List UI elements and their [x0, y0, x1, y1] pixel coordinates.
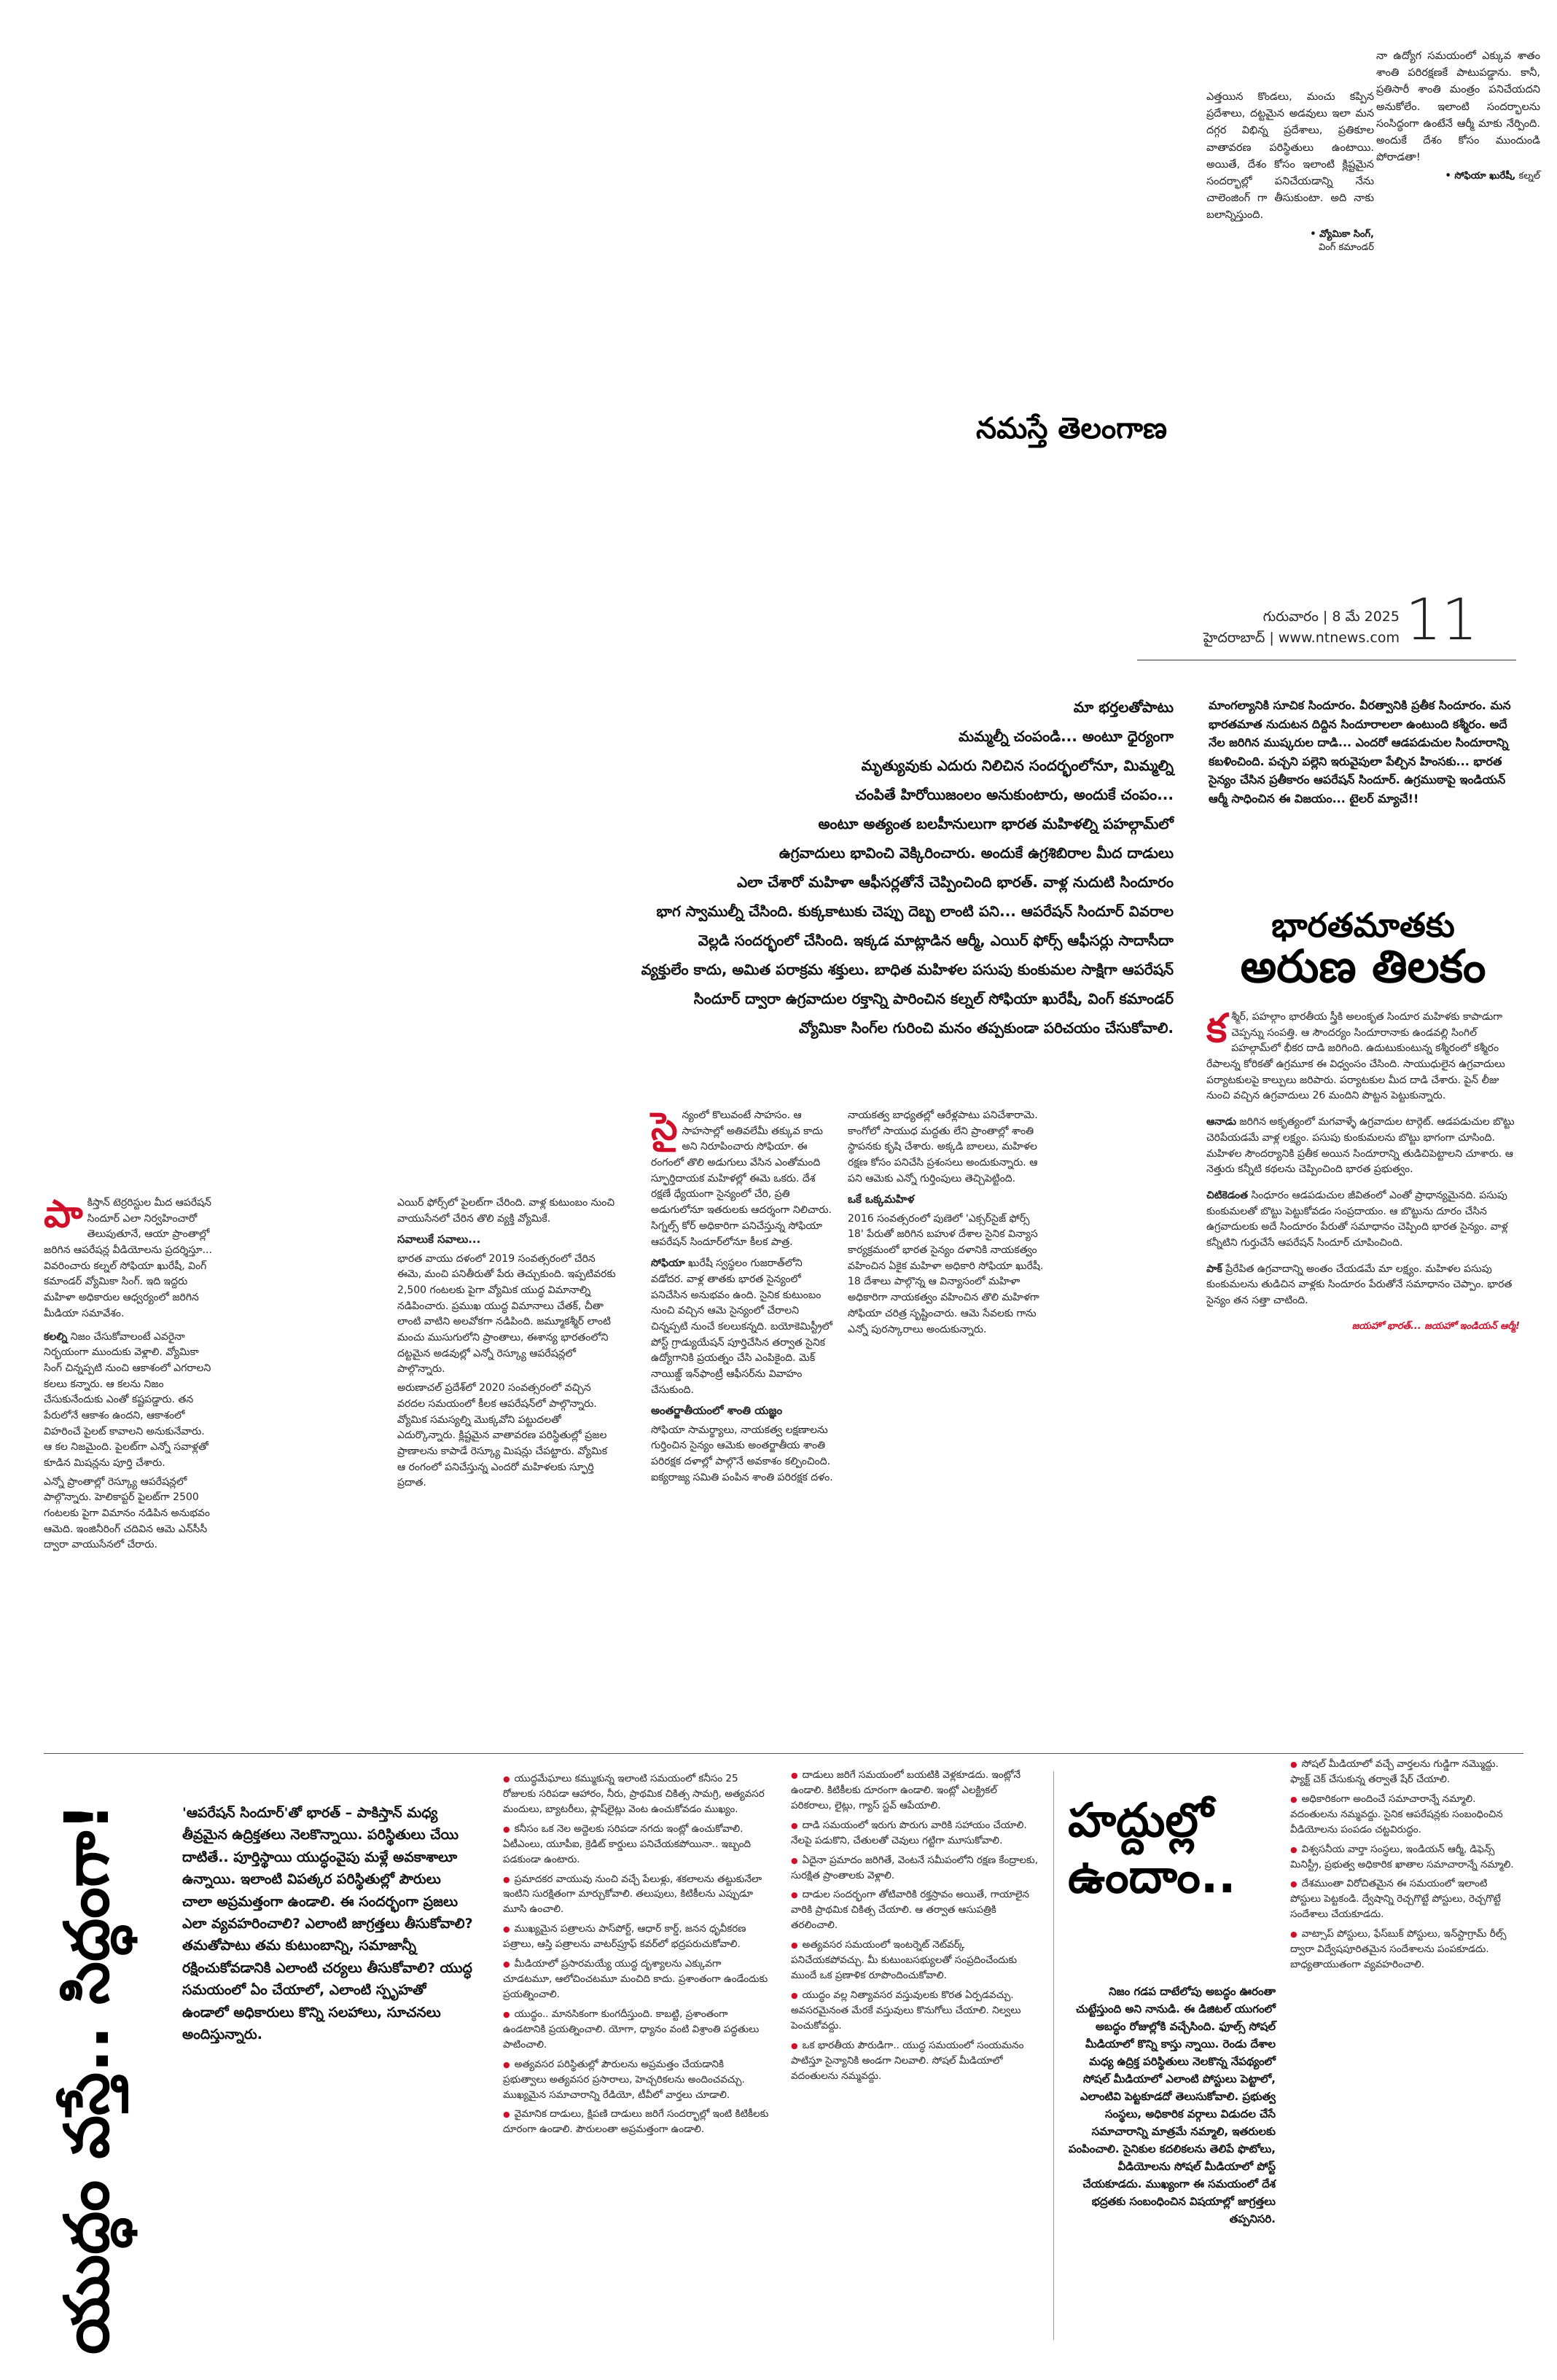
- lead-line: సిందూర్ ద్వారా ఉగ్రవాదుల రక్తాన్ని పారిం…: [693, 990, 1174, 1007]
- tips-item: సోషల్ మీడియాలో వచ్చే వార్తలను గుడ్డిగా న…: [1290, 1757, 1520, 1787]
- col-mid-p2: అరుణాచల్ ప్రదేశ్‌లో 2020 సంవత్సరంలో వచ్చ…: [397, 1382, 608, 1489]
- vyomika-quote-name: • వ్యోమికా సింగ్,: [1310, 228, 1374, 240]
- lead-line: ఉగ్రవాదులు భావించి వెక్కిరించారు. అందుకే…: [778, 844, 1174, 862]
- limit-text: నిజం గడప దాటేలోపు అబద్ధం ఊరంతా చుట్టేస్త…: [1068, 1985, 1276, 2225]
- col-left-p3: ఎన్నో ప్రాంతాల్లో రెస్క్యూ ఆపరేషన్లలో పా…: [44, 1475, 210, 1551]
- lead-line: అంటూ అత్యంత బలహీనులుగా భారత మహిళల్ని పహల…: [818, 815, 1174, 832]
- section-divider: [44, 1753, 1523, 1754]
- war-tip: అత్యవసర సమయంలో ఇంటర్నెట్ నెట్‌వర్క్ పనిచ…: [791, 1938, 1039, 1983]
- lead-block: మా భర్తలతోపాటు మమ్మల్నీ చంపండి... అంటూ ధ…: [408, 692, 1174, 1042]
- col-left-p2: నిజం చేసుకోవాలంటే ఎవరైనా నిర్భయంగా ముందు…: [44, 1330, 211, 1470]
- day-date: గురువారం | 8 మే 2025: [1263, 609, 1400, 625]
- col-mid-p0: ఎయిర్ ఫోర్స్‌లో పైలట్‌గా చేరింది. వాళ్ల …: [397, 1197, 615, 1225]
- lead-line: వెల్లడి సందర్భంలో చేసింది. ఇక్కడ మాట్లాడ…: [698, 932, 1174, 949]
- feature-section-text: జరిగిన అకృత్యంలో మగవాళ్ళే ఉగ్రవాదుల టార్…: [1206, 1116, 1515, 1176]
- feature-section-head: చిటికెడంత: [1206, 1189, 1248, 1201]
- col-left-sub: కలల్ని: [44, 1330, 68, 1343]
- vyomika-quote-role: వింగ్ కమాండర్: [1318, 241, 1374, 253]
- col-c-p3: సోఫియా సామర్థ్యాలు, నాయకత్వ లక్షణాలను గు…: [651, 1424, 833, 1483]
- war-tip: వైమానిక దాడులు, క్షిపణి దాడులు జరిగే సంద…: [503, 2107, 769, 2137]
- paper-name: నమస్తే తెలంగాణ: [975, 412, 1168, 445]
- war-tip: దాడుల సందర్భంగా తోటివారికి రక్తస్రావం అయ…: [791, 1887, 1039, 1933]
- column-mid: ఎయిర్ ఫోర్స్‌లో పైలట్‌గా చేరింది. వాళ్ల …: [397, 1195, 616, 1494]
- war-tip: కనీసం ఒక నెల అద్దెలకు సరిపడా నగదు ఇంట్లో…: [503, 1822, 769, 1868]
- vyomika-quote-text: ఎత్తయిన కొండలు, మంచు కప్పిన ప్రదేశాలు, ద…: [1206, 91, 1374, 222]
- feature-section-text: ప్రేరేపిత ఉగ్రవాదాన్ని అంతం చేయడమే మా లక…: [1206, 1263, 1513, 1306]
- col-c-p2: ఖురేషీ స్వస్థలం గుజరాత్‌లోని వడోదర. వాళ్…: [651, 1257, 833, 1396]
- war-tip: దాడులు జరిగే సమయంలో బయటికి వెళ్లకూడదు. ఇ…: [791, 1768, 1039, 1814]
- lead-line: ఎలా చేశారో మహిళా ఆఫీసర్లతోనే చెప్పించింద…: [737, 873, 1174, 891]
- lead-line: మృత్యువుకు ఎదురు నిలిచిన సందర్భంలోనూ, మి…: [861, 757, 1174, 774]
- col-mid-p1: భారత వాయు దళంలో 2019 సంవత్సరంలో చేరిన ఈమ…: [397, 1252, 616, 1376]
- col-left-p1: కిస్తాన్ టెర్రరిస్టుల మీద ఆపరేషన్ సిందూర…: [44, 1197, 212, 1319]
- lead-line: భాగ స్వాముల్నీ చేసింది. కుక్కకాటుకు చెప్…: [656, 902, 1174, 920]
- col-d-p2: 2016 సంవత్సరంలో పుణెలో 'ఎక్సర్‌సైజ్ ఫోర్…: [848, 1212, 1044, 1335]
- feature-title: భారతమాతకు అరుణ తిలకం: [1206, 905, 1520, 994]
- war-tip: ఒక భారతీయ పౌరుడిగా.. యుద్ధ సమయంలో సంయమనం…: [791, 2038, 1039, 2084]
- war-tip: అత్యవసర పరిస్థితుల్లో పౌరులను అప్రమత్తం …: [503, 2057, 769, 2103]
- lead-line: వ్యక్తులేం కాదు, అమిత పరాక్రమ శక్తులు. బ…: [641, 961, 1174, 978]
- tips-item: అధికారికంగా అందించే సమాచారాన్నే నమ్మాలి.…: [1290, 1792, 1520, 1838]
- feature-title-line1: భారతమాతకు: [1271, 905, 1455, 945]
- war-tip: యుద్ధం.. మానసికంగా కుంగదీస్తుంది. కాబట్ట…: [503, 2007, 769, 2053]
- col-c-p1: న్యంలో కొలువంటే సాహసం. ఆ సాహసాల్లో అతివల…: [651, 1109, 832, 1248]
- feature-title-line2: అరుణ తిలకం: [1240, 940, 1486, 994]
- war-vertical-title: యుద్ధం వస్తే.. సిద్ధంగా!: [51, 1803, 122, 2354]
- page-number: 11: [1405, 588, 1478, 653]
- tips-item: వాట్సాప్ పోస్టులు, ఫేస్‌బుక్ పోస్టులు, ఇ…: [1290, 1927, 1520, 1973]
- col-c-sub2: అంతర్జాతీయంలో శాంతి యజ్ఞం: [651, 1404, 783, 1418]
- feature-section-head: ఆనాడు: [1206, 1116, 1236, 1128]
- war-tip: ముఖ్యమైన పత్రాలను పాస్‌పోర్ట్, ఆధార్ కార…: [503, 1921, 769, 1952]
- war-tip: యుద్ధమేఘాలు కమ్ముకున్న ఇలాంటి సమయంలో కనీ…: [503, 1771, 769, 1817]
- tips-list: సోషల్ మీడియాలో వచ్చే వార్తలను గుడ్డిగా న…: [1290, 1757, 1520, 1977]
- limit-title: హద్దుల్లో ఉందాం..: [1068, 1793, 1272, 1905]
- feature-drop-cap: క: [1206, 1005, 1228, 1051]
- feature-section-text: సింధూరం ఆడపడుచుల జీవితంలో ఎంతో ప్రాధాన్య…: [1206, 1189, 1508, 1249]
- dateline: గురువారం | 8 మే 2025 హైదరాబాద్ | www.ntn…: [1137, 606, 1400, 649]
- col-mid-sub: సవాలుకే సవాలు...: [397, 1233, 481, 1246]
- lead-line: మమ్మల్నీ చంపండి... అంటూ ధైర్యంగా: [959, 727, 1174, 745]
- feature-section-head: పాక్: [1206, 1263, 1222, 1275]
- col-c-sub1: సోఫియా: [651, 1257, 685, 1270]
- war-intro: 'ఆపరేషన్ సిందూర్'తో భారత్ – పాకిస్తాన్ మ…: [182, 1805, 473, 2042]
- city-site: హైదరాబాద్ | www.ntnews.com: [1203, 630, 1400, 647]
- col-d-p1: నాయకత్వ బాధ్యతల్లో ఆరేళ్లపాటు పనిచేశారామ…: [848, 1109, 1038, 1185]
- tips-item: విశ్వసనీయ వార్తా సంస్థలు, ఇండియన్ ఆర్మీ,…: [1290, 1842, 1520, 1873]
- feature-tagline: జయహో భారత్... జయహో ఇండియన్ ఆర్మీ!: [1351, 1320, 1520, 1332]
- vyomika-quote: ఎత్తయిన కొండలు, మంచు కప్పిన ప్రదేశాలు, ద…: [1206, 89, 1374, 315]
- lead-line: చంపితే హిరోయిజంలం అనుకుంటారు, అందుకే చంప…: [855, 786, 1174, 803]
- tips-item: దేశముంతా విరోచితమైన ఈ సమయంలో ఇలాంటి పోస్…: [1290, 1876, 1520, 1922]
- lead-line: వ్యోమికా సింగ్‌ల గురించి మనం తప్పకుండా ప…: [798, 1019, 1174, 1037]
- column-left: పాకిస్తాన్ టెర్రరిస్టుల మీద ఆపరేషన్ సింద…: [44, 1195, 215, 1556]
- war-tip: యుద్ధం వల్ల నిత్యావసర వస్తువులకు కొరత ఏర…: [791, 1988, 1039, 2034]
- col-d-sub: ఒకే ఒక్కమహిళ: [848, 1193, 915, 1206]
- column-rule: [1053, 1771, 1054, 2340]
- war-tip: దాడి సమయంలో ఇరుగు పొరుగు వారికి సహాయం చే…: [791, 1818, 1039, 1849]
- lead-line: మా భర్తలతోపాటు: [1073, 698, 1174, 716]
- limit-title-line2: ఉందాం..: [1068, 1849, 1236, 1904]
- war-col1: యుద్ధమేఘాలు కమ్ముకున్న ఇలాంటి సమయంలో కనీ…: [503, 1771, 769, 2142]
- limit-title-line1: హద్దుల్లో: [1068, 1794, 1214, 1848]
- sofiya-quote-text: నా ఉద్యోగ సమయంలో ఎక్కువ శాతం శాంతి పరిరక…: [1376, 50, 1540, 164]
- column-d: నాయకత్వ బాధ్యతల్లో ఆరేళ్లపాటు పనిచేశారామ…: [848, 1108, 1048, 1341]
- sidebar-poem: మాంగల్యానికి సూచిక సిందూరం. వీరత్వానికి …: [1209, 698, 1511, 805]
- war-tip: మీడియాలో ప్రసారమయ్యే యుద్ధ దృశ్యాలను ఎక్…: [503, 1956, 769, 2002]
- column-c: సైన్యంలో కొలువంటే సాహసం. ఆ సాహసాల్లో అతి…: [651, 1108, 833, 1489]
- feature-intro: శ్మీర్, పహల్గాం భారతీయ స్త్రీకి అలంకృత స…: [1206, 1011, 1505, 1102]
- sofiya-quote: నా ఉద్యోగ సమయంలో ఎక్కువ శాతం శాంతి పరిరక…: [1376, 48, 1540, 296]
- war-tip: ప్రమాదకర వాయువు నుంచి వచ్చే పేలుళ్లు, శక…: [503, 1872, 769, 1918]
- sofiya-quote-byline: • సోఫియా ఖురేషీ, కల్నల్: [1445, 171, 1540, 182]
- war-vertical-title-box: యుద్ధం వస్తే.. సిద్ధంగా!: [40, 1779, 179, 2362]
- war-col2: దాడులు జరిగే సమయంలో బయటికి వెళ్లకూడదు. ఇ…: [791, 1768, 1039, 2088]
- war-tip: ఏదైనా ప్రమాదం జరిగితే, వెంటనే సమీపంలోని …: [791, 1853, 1039, 1884]
- col-c-drop-cap: సై: [651, 1105, 678, 1149]
- col-left-drop-cap: పా: [44, 1193, 83, 1236]
